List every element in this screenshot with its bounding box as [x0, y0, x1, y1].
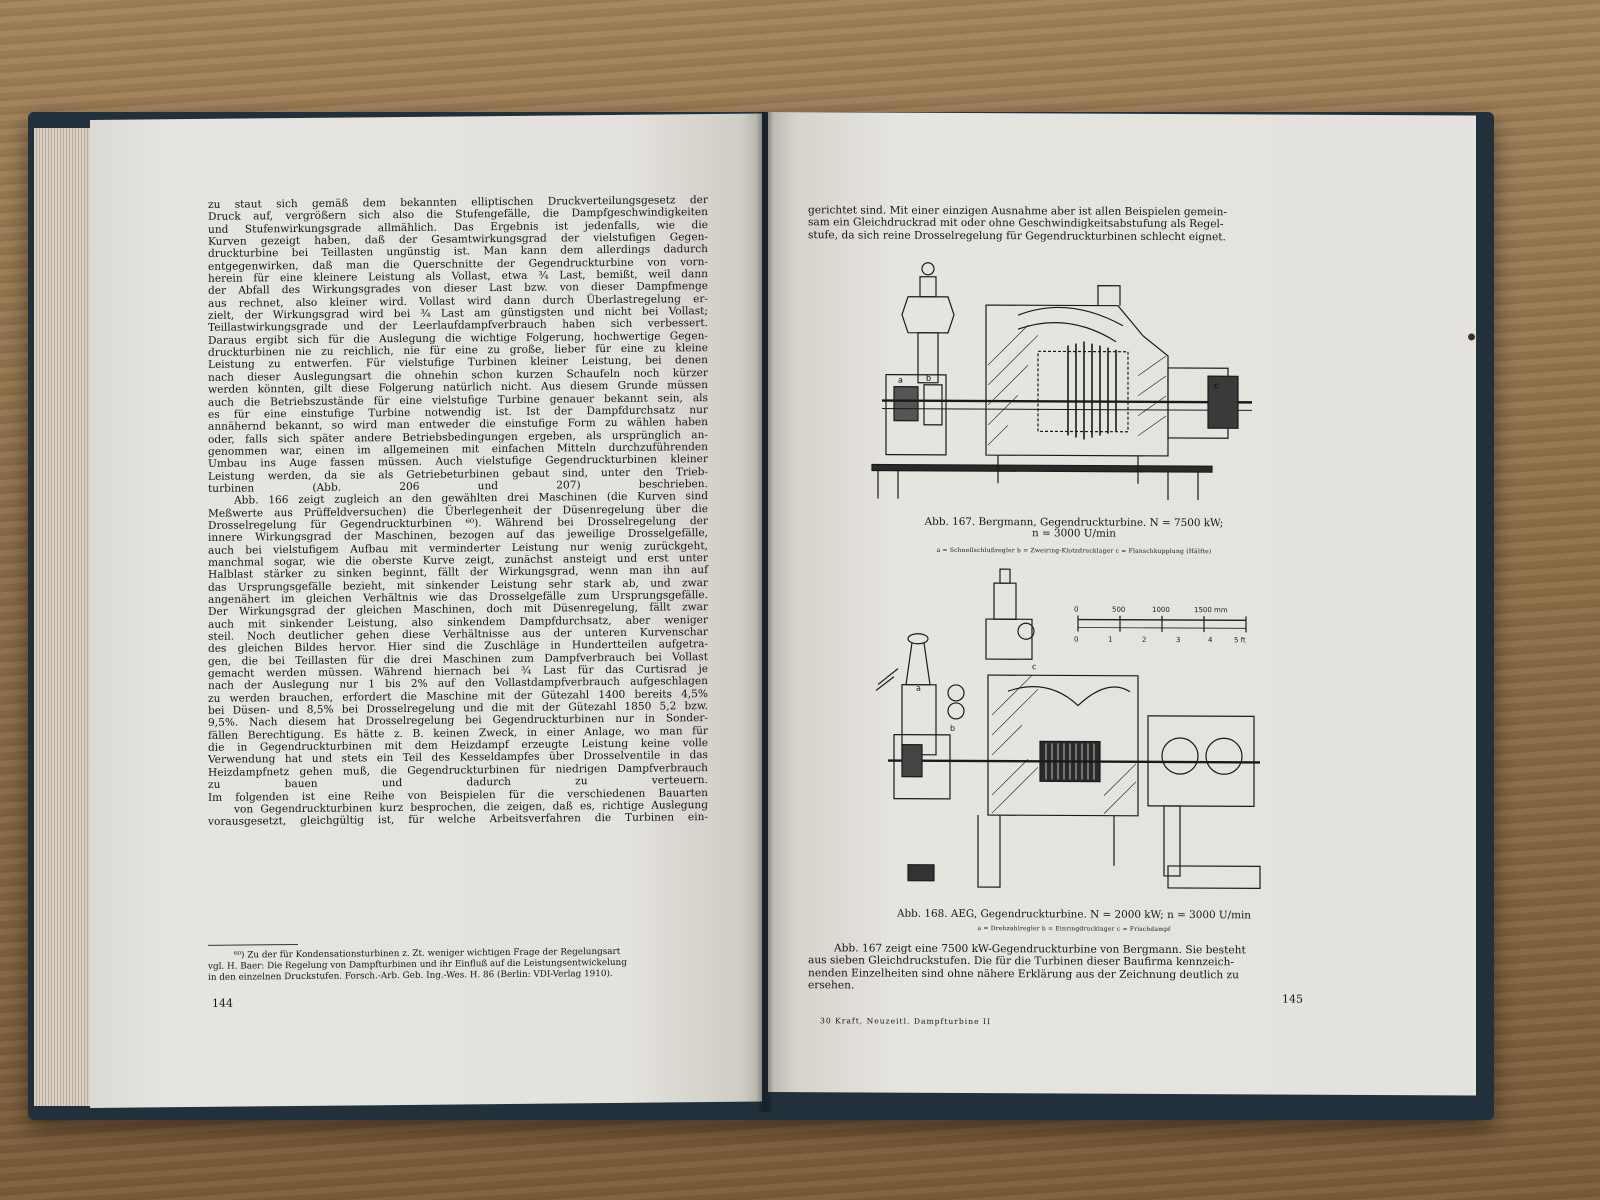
- footnote-rule: [208, 944, 298, 946]
- figure-168-turbine-drawing: 0 500 1000 1500 mm 0 1 2 3 4 5 ft a b c: [875, 568, 1261, 890]
- right-bottom-text: Abb. 167 zeigt eine 7500 kW-Gegendrucktu…: [808, 942, 1318, 994]
- scale-top-1500: 1500 mm: [1194, 606, 1228, 614]
- fig168-label-a: a: [916, 684, 921, 693]
- text-line: ersehen.: [808, 979, 855, 992]
- scale-top-500: 500: [1112, 606, 1125, 614]
- fig167-label-a: a: [898, 376, 903, 385]
- scale-bottom-2: 2: [1142, 636, 1146, 644]
- fig168-label-c: c: [1032, 662, 1036, 671]
- scale-top-1000: 1000: [1152, 606, 1170, 614]
- fig167-label-b: b: [926, 374, 931, 383]
- scale-bottom-3: 3: [1176, 636, 1180, 644]
- left-body-text: zu staut sich gemäß dem bekannten ellipt…: [208, 194, 708, 828]
- scale-bottom-0: 0: [1074, 635, 1078, 643]
- text-line: stufe, da sich reine Drosselregelung für…: [808, 229, 1226, 244]
- figure-167-caption: Abb. 167. Bergmann, Gegendruckturbine. N…: [924, 515, 1224, 541]
- page-number-right: 145: [1282, 992, 1303, 1006]
- binding-hole: [1468, 333, 1475, 341]
- scale-bottom-1: 1: [1108, 636, 1112, 644]
- page-number-left: 144: [212, 996, 233, 1010]
- fig168-label-b: b: [950, 724, 955, 733]
- footnote: ⁶⁰) Zu der für Kondensationsturbinen z. …: [208, 946, 708, 984]
- left-page: zu staut sich gemäß dem bekannten ellipt…: [90, 113, 762, 1108]
- figure-168-legend: a = Drehzahlregler b = Einringdrucklager…: [977, 925, 1171, 933]
- figure-167-turbine-drawing: a b c: [871, 262, 1252, 501]
- printer-signature: 30 Kraft, Neuzeitl. Dampfturbine II: [820, 1016, 992, 1027]
- figure-168-caption: Abb. 168. AEG, Gegendruckturbine. N = 20…: [896, 907, 1251, 922]
- scale-top-0: 0: [1074, 605, 1078, 613]
- right-page: gerichtet sind. Mit einer einzigen Ausna…: [768, 112, 1476, 1096]
- book-gutter: [756, 112, 774, 1112]
- fig167-label-c: c: [1214, 381, 1218, 390]
- figure-167-legend: a = Schnellschlußregler b = Zweiring-Klo…: [936, 546, 1212, 556]
- right-top-text: gerichtet sind. Mit einer einzigen Ausna…: [808, 204, 1318, 244]
- scale-bottom-5: 5 ft: [1234, 636, 1246, 644]
- scale-bottom-4: 4: [1208, 636, 1213, 644]
